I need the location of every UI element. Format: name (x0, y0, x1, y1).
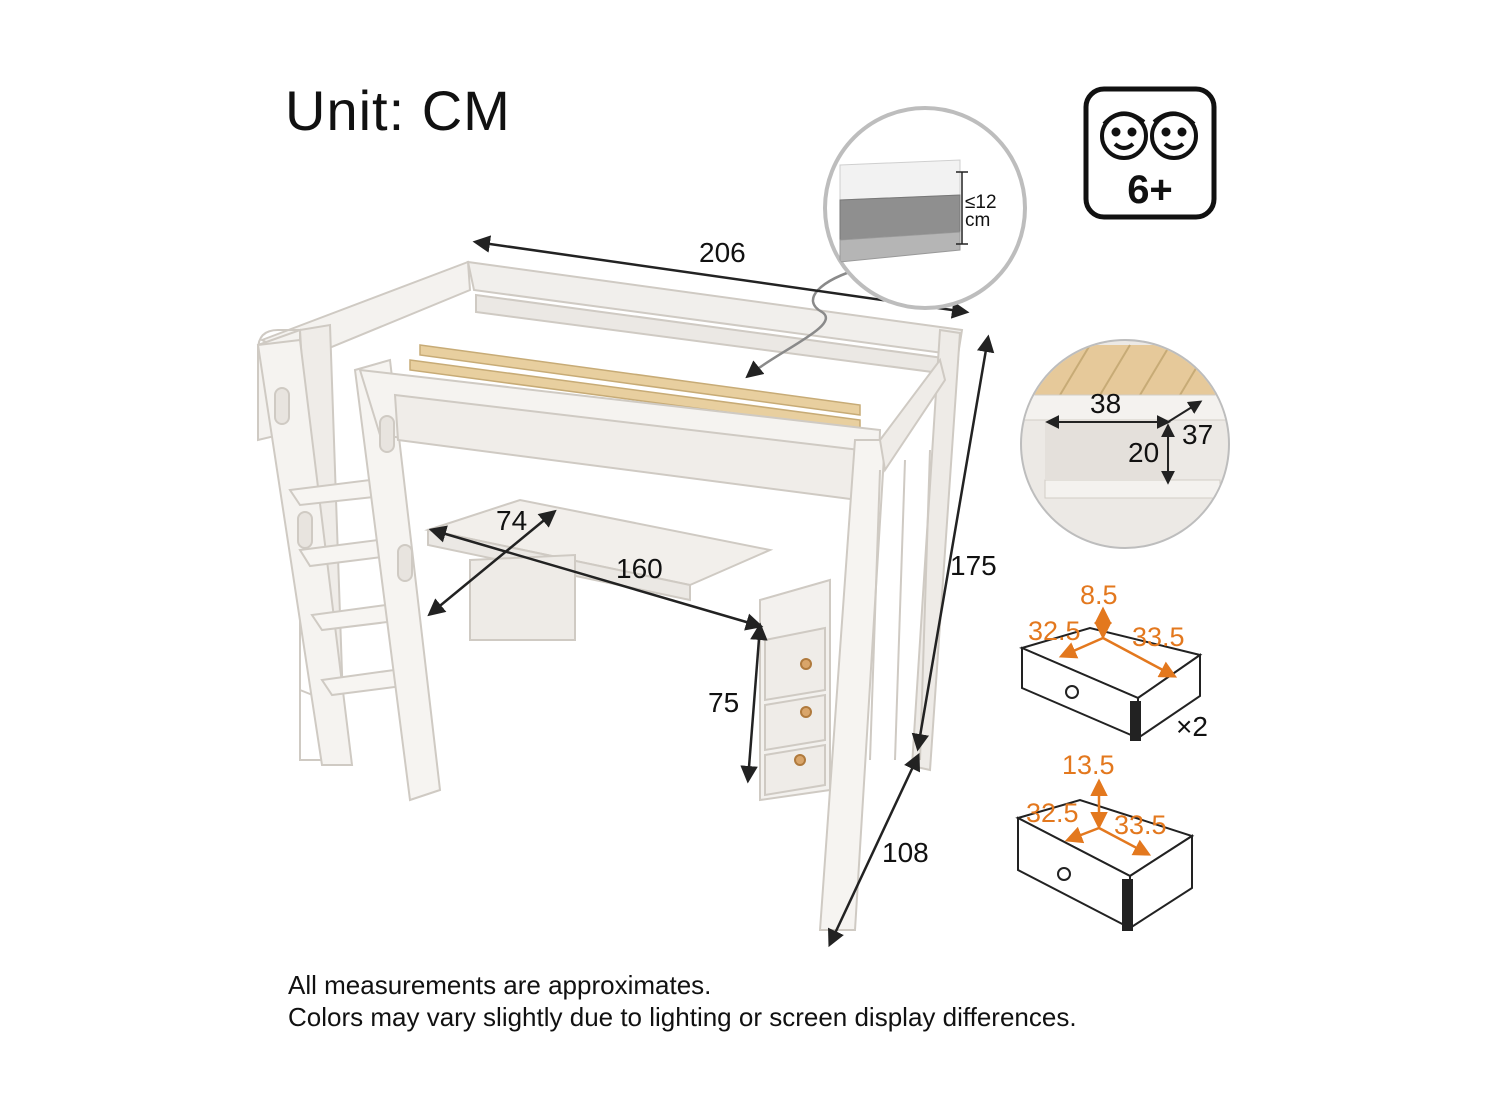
drawer-small-depth-label: 33.5 (1132, 622, 1185, 652)
bed-height-label: 175 (950, 550, 997, 581)
unit-title: Unit: CM (285, 79, 511, 142)
loft-bed-illustration (256, 260, 964, 931)
drawer-small-width-label: 32.5 (1028, 616, 1081, 646)
shelf-height-label: 20 (1128, 437, 1159, 468)
age-badge: 6+ (1083, 86, 1217, 220)
drawer-large-height-label: 13.5 (1062, 750, 1115, 780)
drawer-large-width-label: 32.5 (1026, 798, 1079, 828)
mattress-thickness-label: ≤12 (965, 192, 997, 213)
note-measurements: All measurements are approximates. (288, 970, 712, 1000)
desk-depth-label: 74 (496, 505, 527, 536)
bed-length-label: 206 (699, 237, 746, 268)
shelf-depth-label: 37 (1182, 419, 1213, 450)
age-badge-label: 6+ (1127, 168, 1173, 212)
bed-width-label: 108 (882, 837, 929, 868)
note-colors: Colors may vary slightly due to lighting… (288, 1002, 1077, 1032)
shelf-callout: 38 37 20 (1020, 339, 1230, 549)
drawer-large-diagram: 13.5 32.5 33.5 (1015, 750, 1195, 931)
mattress-unit-label: cm (965, 210, 990, 231)
drawer-large-depth-label: 33.5 (1114, 810, 1167, 840)
desk-length-label: 160 (616, 553, 663, 584)
drawer-small-quantity-label: ×2 (1176, 711, 1208, 742)
drawer-small-height-label: 8.5 (1080, 580, 1118, 610)
mattress-callout: ≤12 cm (823, 106, 1027, 310)
desk-height-label: 75 (708, 687, 739, 718)
shelf-width-label: 38 (1090, 388, 1121, 419)
two-kids-faces-icon (1100, 111, 1198, 160)
drawer-small-diagram: 8.5 32.5 33.5 ×2 (1019, 580, 1208, 742)
